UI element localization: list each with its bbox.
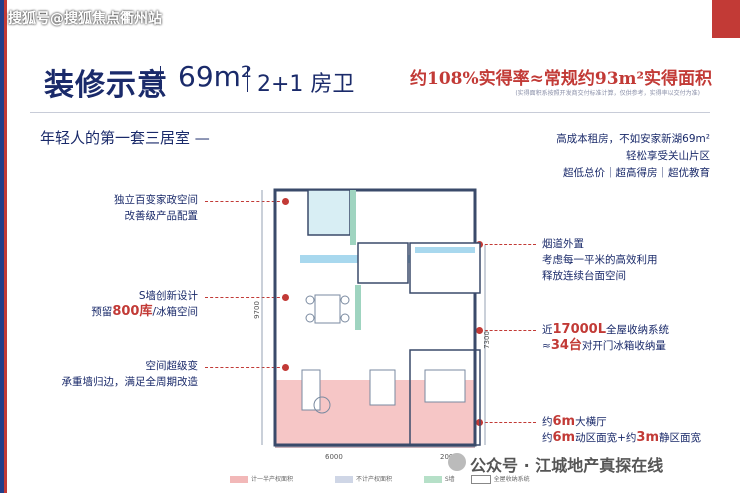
title-divider bbox=[160, 66, 161, 92]
dimension-bottom-left: 6000 bbox=[325, 453, 343, 461]
study-desk bbox=[369, 369, 396, 406]
callout-housekeeping: 独立百变家政空间 改善级产品配置 bbox=[88, 192, 198, 224]
top-watermark: 搜狐号@搜狐焦点衢州站 bbox=[8, 11, 162, 27]
callout-text-part: 近 bbox=[542, 324, 553, 336]
callout-highlight: 6m bbox=[552, 430, 576, 445]
callout-leader bbox=[480, 330, 536, 331]
callout-text-part: 约 bbox=[542, 416, 553, 428]
efficiency-rate: 约108%实得率≈常规约93m²实得面积 bbox=[410, 69, 712, 89]
callout-highlight: 34台 bbox=[550, 338, 582, 353]
callout-highlight: 800库 bbox=[112, 304, 153, 319]
legend-label: 不计产权面积 bbox=[355, 476, 392, 483]
callout-text-part: 静区面宽 bbox=[659, 432, 701, 444]
callout-dot bbox=[282, 294, 289, 301]
callout-text: 烟道外置 bbox=[542, 238, 584, 250]
info-line-2: 轻松享受关山片区 bbox=[626, 150, 710, 162]
dimension-left: 9700 bbox=[252, 301, 261, 319]
corner-logo-block bbox=[712, 0, 740, 38]
coffee-table bbox=[313, 396, 331, 414]
callout-text-part: 大横厅 bbox=[575, 416, 607, 428]
legend-label: 计一半产权面积 bbox=[251, 476, 294, 483]
legend-swatch bbox=[334, 476, 353, 483]
wardrobe bbox=[415, 247, 475, 253]
legend: 计一半产权面积 不计产权面积 S墙 全屋收纳系统 bbox=[230, 474, 530, 484]
callout-text-part: /冰箱空间 bbox=[152, 306, 198, 318]
page-title: 装修示意 bbox=[44, 68, 168, 103]
callout-text: 约6m动区面宽+约3m静区面宽 bbox=[542, 430, 701, 446]
callout-text: 独立百变家政空间 bbox=[114, 194, 198, 206]
callout-highlight: 6m bbox=[552, 414, 576, 429]
callout-text: 考虑每一平米的高效利用 bbox=[542, 254, 658, 266]
legend-swatch bbox=[470, 475, 491, 484]
legend-swatch bbox=[230, 476, 248, 483]
bed bbox=[424, 369, 466, 403]
callout-leader bbox=[205, 297, 285, 298]
callout-dot bbox=[282, 364, 289, 371]
callout-leader bbox=[480, 244, 536, 245]
callout-s-wall: S墙创新设计 预留800库/冰箱空间 bbox=[88, 288, 198, 320]
callout-text: S墙创新设计 bbox=[138, 290, 198, 302]
callout-text: 近17000L全屋收纳系统 bbox=[542, 322, 669, 338]
sofa bbox=[301, 369, 321, 411]
callout-flexible-space: 空间超级变 承重墙归边，满足全周期改造 bbox=[60, 358, 199, 390]
legend-item: 计一半产权面积 bbox=[230, 476, 293, 483]
legend-item: 全屋收纳系统 bbox=[470, 475, 530, 484]
subtitle: 年轻人的第一套三居室 — bbox=[40, 129, 210, 147]
chair bbox=[340, 313, 350, 323]
callout-text: 承重墙归边，满足全周期改造 bbox=[61, 376, 199, 388]
chair bbox=[305, 313, 315, 323]
callout-text: 预留800库/冰箱空间 bbox=[88, 304, 198, 320]
callout-highlight: 3m bbox=[636, 430, 659, 445]
legend-label: 全屋收纳系统 bbox=[493, 476, 530, 483]
title-divider-2 bbox=[247, 66, 248, 92]
chair bbox=[340, 295, 350, 305]
left-brand-stripe bbox=[0, 0, 4, 493]
bedroom-large-block bbox=[409, 349, 481, 446]
layout-label: 2+1 房卫 bbox=[257, 72, 355, 97]
callout-text: ≈34台对开门冰箱收纳量 bbox=[542, 338, 669, 354]
callout-text: 释放连续台面空间 bbox=[542, 270, 626, 282]
callout-text-part: 对开门冰箱收纳量 bbox=[581, 340, 666, 352]
chair bbox=[305, 295, 315, 305]
callout-highlight: 17000L bbox=[552, 322, 607, 337]
callout-dot bbox=[282, 198, 289, 205]
legend-item: 不计产权面积 bbox=[334, 476, 392, 483]
callout-leader bbox=[205, 201, 285, 202]
callout-text-part: 预留 bbox=[91, 306, 113, 318]
header-divider bbox=[30, 112, 710, 113]
dimension-right: 7300 bbox=[482, 331, 491, 349]
outer-wall bbox=[273, 188, 477, 447]
callout-text-part: 动区面宽+约 bbox=[575, 432, 637, 444]
callout-dot bbox=[476, 327, 483, 334]
callout-leader bbox=[205, 367, 285, 368]
floor-plan bbox=[261, 188, 486, 448]
callout-text-part: 全屋收纳系统 bbox=[606, 324, 670, 336]
callout-storage: 近17000L全屋收纳系统 ≈34台对开门冰箱收纳量 bbox=[542, 322, 669, 354]
callout-flue: 烟道外置 考虑每一平米的高效利用 释放连续台面空间 bbox=[542, 236, 658, 284]
s-wall bbox=[355, 285, 361, 330]
callout-text: 约6m大横厅 bbox=[542, 414, 701, 430]
callout-text-part: 约 bbox=[542, 432, 553, 444]
rate-footnote: (实得面积系按照开发商交付标准计算，仅供参考，实得率以交付为准) bbox=[515, 90, 700, 97]
left-brand-stripe-red bbox=[4, 0, 7, 493]
callout-text-part: ≈ bbox=[542, 340, 551, 352]
callout-text: 改善级产品配置 bbox=[124, 210, 199, 222]
legend-item: S墙 bbox=[423, 476, 455, 483]
s-wall-top bbox=[350, 190, 356, 245]
callout-leader bbox=[480, 422, 536, 423]
bottom-watermark: 公众号 · 江城地产真探在线 bbox=[470, 456, 664, 475]
dining-table bbox=[314, 294, 341, 324]
area-label: 69m² bbox=[178, 60, 253, 93]
balcony-block bbox=[307, 189, 351, 236]
info-line-3: 超低总价｜超高得房｜超优教育 bbox=[563, 167, 710, 179]
info-line-1: 高成本租房，不如安家新湖69m² bbox=[556, 133, 710, 145]
legend-label: S墙 bbox=[444, 476, 455, 483]
callout-living-hall: 约6m大横厅 约6m动区面宽+约3m静区面宽 bbox=[542, 414, 701, 446]
wechat-icon bbox=[448, 453, 466, 471]
legend-swatch bbox=[423, 476, 442, 483]
callout-text: 空间超级变 bbox=[145, 360, 199, 372]
bathroom-block bbox=[357, 242, 409, 284]
